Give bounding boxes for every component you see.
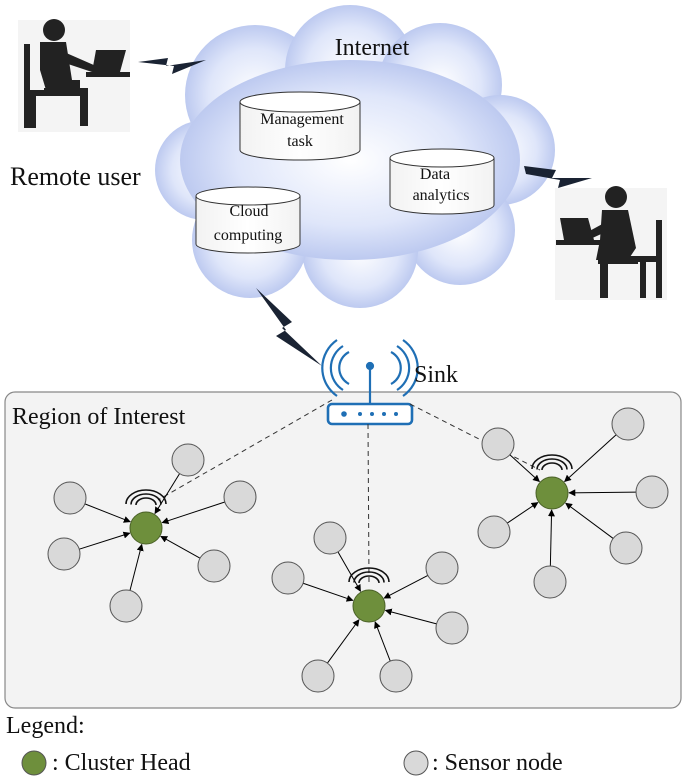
sensor-link <box>565 502 614 539</box>
sensor-node <box>533 565 567 599</box>
sensor-node <box>47 537 81 571</box>
cluster-1 <box>47 443 257 623</box>
sink-router-icon <box>321 339 419 426</box>
remote-user-label: Remote user <box>10 162 141 191</box>
sensor-link <box>154 473 181 515</box>
cluster-head-node <box>535 476 569 510</box>
wifi-signal-icon <box>531 454 573 471</box>
service-management-task: Management task <box>239 91 361 161</box>
sensor-node <box>611 407 645 441</box>
sensor-node <box>301 659 335 693</box>
sensor-node-legend-swatch <box>403 750 429 776</box>
service-cloud-computing: Cloud computing <box>195 186 301 254</box>
remote-user-figure-icon <box>555 186 667 300</box>
sensor-node <box>435 611 469 645</box>
cluster-head-node <box>352 589 386 623</box>
sensor-link <box>509 454 540 483</box>
sensor-link <box>84 503 131 523</box>
sensor-link <box>160 535 201 559</box>
sensor-node <box>379 659 413 693</box>
cluster-2 <box>271 521 469 693</box>
service-label-line2: computing <box>214 227 282 244</box>
cloud-label: Internet <box>335 35 410 61</box>
service-label-line1: Management <box>260 111 344 128</box>
sensor-node <box>609 531 643 565</box>
sensor-link <box>79 531 131 550</box>
sensor-node <box>223 480 257 514</box>
sensor-node <box>197 549 231 583</box>
lightning-bolt-icon <box>524 166 592 188</box>
sensor-clusters <box>47 407 669 693</box>
sensor-link <box>384 608 437 625</box>
cluster-3 <box>477 407 669 599</box>
region-label: Region of Interest <box>12 404 186 430</box>
sensor-link <box>302 582 354 602</box>
sensor-node <box>635 475 669 509</box>
sensor-node <box>109 589 143 623</box>
sensor-node <box>477 515 511 549</box>
lightning-bolt-icon <box>256 288 322 366</box>
remote-user-figure-icon <box>18 19 130 132</box>
sensor-link <box>337 551 361 592</box>
region-of-interest-box <box>4 391 682 709</box>
sensor-node <box>425 551 459 585</box>
sensor-link <box>327 619 360 664</box>
wireless-links <box>138 58 592 366</box>
sensor-link <box>383 574 429 599</box>
legend-title: Legend: <box>6 713 85 739</box>
sensor-node <box>271 561 305 595</box>
sink-links <box>157 399 541 583</box>
sensor-link <box>161 501 225 525</box>
service-data-analytics: Data analytics <box>389 148 495 215</box>
service-label-line1: Cloud <box>229 203 268 220</box>
wifi-signal-icon <box>348 567 390 584</box>
sensor-link <box>568 489 637 497</box>
internet-cloud: Internet <box>155 5 555 308</box>
sensor-link <box>506 502 539 524</box>
legend-cluster-head: : Cluster Head <box>52 750 191 776</box>
cluster-head-node <box>129 511 163 545</box>
sensor-node <box>171 443 205 477</box>
sensor-link <box>129 543 144 591</box>
lightning-bolt-icon <box>138 58 206 74</box>
sensor-link <box>374 621 391 662</box>
cluster-head-legend-swatch <box>21 750 47 776</box>
service-label-line1: Data <box>420 166 450 183</box>
service-label-line2: analytics <box>413 187 470 204</box>
sink-label: Sink <box>414 362 458 388</box>
legend: Legend: : Cluster Head : Sensor node <box>6 713 563 776</box>
legend-sensor-node: : Sensor node <box>432 750 563 776</box>
sensor-node <box>53 481 87 515</box>
sensor-link <box>564 434 617 483</box>
sensor-node <box>313 521 347 555</box>
sensor-link <box>547 509 555 567</box>
service-label-line2: task <box>287 133 313 150</box>
sensor-node <box>481 427 515 461</box>
wifi-signal-icon <box>125 489 167 506</box>
